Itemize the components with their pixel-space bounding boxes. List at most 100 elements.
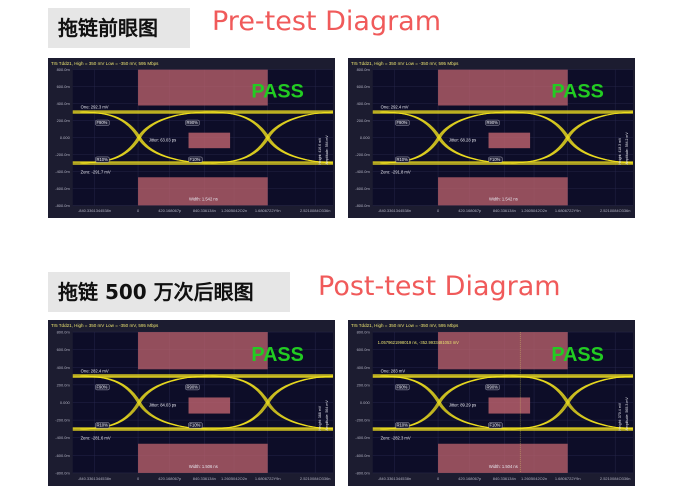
panel-edge [333,58,335,218]
one-level-label: One: 282.4 mV [81,368,109,373]
r90-marker: R90% [187,120,199,125]
jitter-label: Jitter: 68.28 ps [449,137,476,142]
x-tick-label: -840.3361344538n [78,476,111,481]
f10-marker-box [488,156,503,163]
f90-marker-box [395,119,410,126]
eye-diagram-svg: Tr5 Tdd21, High = 350 mV Low = -350 mV, … [48,320,339,486]
f90-marker-box [95,384,110,391]
y-tick-label: 400.0m [57,101,70,106]
pass-status: PASS [251,81,303,103]
mask-center [188,132,231,149]
r90-marker-box [185,119,200,126]
y-tick-label: -600.0m [55,453,70,458]
f90-marker-box [395,384,410,391]
eye-diagram-svg: Tr5 Tdd21, High = 350 mV Low = -350 mV, … [348,320,639,486]
x-tick-label: 1.6806722Y9n [255,476,281,481]
y-tick-label: 600.0m [357,84,370,89]
x-tick-label: 420.168067p [158,476,182,481]
eye-amplitude-label: Amplitude: 564 mV [325,400,329,431]
r10-marker-box [95,422,110,429]
r10-marker: R10% [96,423,108,428]
y-tick-label: -800.0m [55,470,70,475]
panel-edge [333,320,335,486]
f90-marker-box [95,119,110,126]
x-tick-label: 0 [137,476,140,481]
r10-marker-box [395,156,410,163]
mask-center [488,132,531,149]
y-tick-label: 400.0m [357,101,370,106]
eye-height-label: Height: 388 mV [318,405,322,430]
f10-marker: F10% [490,157,501,162]
y-tick-label: -200.0m [355,152,369,157]
x-tick-label: 0 [437,208,440,213]
y-tick-label: -400.0m [355,435,370,440]
jitter-label: Jitter: 84.03 ps [149,402,176,407]
mask-top [138,332,268,370]
x-tick-label: 1.2605042O2n [221,208,247,213]
one-level-label: One: 283 mV [381,368,406,373]
r10-marker: R10% [396,157,408,162]
y-tick-label: 0.000 [60,400,71,405]
mask-center [488,397,531,414]
mask-top [438,69,568,106]
x-tick-label: 840.336134n [193,476,216,481]
trace-fall [83,375,210,430]
y-tick-label: -200.0m [55,152,69,157]
y-tick-label: 600.0m [357,347,371,352]
trace-fall [511,111,639,164]
x-tick-label: -840.3361344538n [78,208,111,213]
f10-marker: F10% [190,423,201,428]
y-tick-label: -600.0m [355,453,370,458]
x-tick-label: 2.5210084O336n [600,208,631,213]
zero-level-label: Zero: -282.3 mV [381,436,411,441]
trace-fall [383,375,510,430]
x-tick-label: 1.6806722Y9n [555,208,581,213]
eye-diagram-post-2: Tr5 Tdd21, High = 350 mV Low = -350 mV, … [348,320,639,486]
eye-height-label: Height: 418.3 mV [618,137,622,165]
y-tick-label: -200.0m [355,418,370,423]
y-tick-label: -400.0m [55,435,70,440]
x-tick-label: 2.5210084O336n [300,476,331,481]
section-tag-post: 拖链 500 万次后眼图 [48,272,290,312]
eye-width-label: Width: 1.504 ns [489,464,518,469]
r10-marker-box [395,422,410,429]
y-tick-label: 200.0m [57,382,71,387]
x-tick-label: 840.336134n [193,208,216,213]
x-tick-label: 2.5210084O336n [300,208,331,213]
x-tick-label: 420.168067p [458,476,482,481]
x-tick-label: 840.336134n [493,476,516,481]
f90-marker: F90% [96,120,107,125]
mask-bottom [138,443,268,473]
r10-marker-box [95,156,110,163]
r90-marker-box [185,384,200,391]
eye-width-label: Width: 1.506 ns [189,464,218,469]
x-tick-label: 420.168067p [158,208,182,213]
f90-marker: F90% [396,384,407,389]
x-tick-label: 1.2605042O2n [521,208,547,213]
y-tick-label: 200.0m [357,382,371,387]
panel-edge [633,320,635,486]
trace-fall [511,375,639,430]
eye-diagram-pre-1: Tr5 Tdd21, High = 350 mV Low = -350 mV, … [48,58,339,218]
y-tick-label: 0.000 [60,135,71,140]
eye-diagram-svg: Tr5 Tdd21, High = 350 mV Low = -350 mV, … [48,58,339,218]
header-text: Tr5 Tdd21, High = 350 mV Low = -350 mV, … [351,323,459,328]
trace-fall [383,111,510,164]
eye-height-label: Height: 416.6 mV [318,137,322,165]
x-tick-label: 1.6806722Y9n [555,476,581,481]
eye-amplitude-label: Amplitude: 584 mV [325,135,329,165]
x-tick-label: 420.168067p [458,208,482,213]
y-tick-label: 200.0m [357,118,370,123]
section-title-pre: Pre-test Diagram [212,6,442,37]
r90-marker: R90% [187,384,199,389]
pass-status: PASS [551,344,603,366]
eye-diagram-svg: Tr5 Tdd21, High = 350 mV Low = -350 mV, … [348,58,639,218]
x-tick-label: 0 [437,476,440,481]
x-tick-label: 2.5210084O336n [600,476,631,481]
r90-marker-box [485,119,500,126]
x-tick-label: 1.2605042O2n [521,476,547,481]
one-level-label: One: 292.4 mV [381,104,409,109]
f10-marker-box [488,422,503,429]
y-tick-label: 0.000 [360,400,371,405]
y-tick-label: -200.0m [55,418,70,423]
